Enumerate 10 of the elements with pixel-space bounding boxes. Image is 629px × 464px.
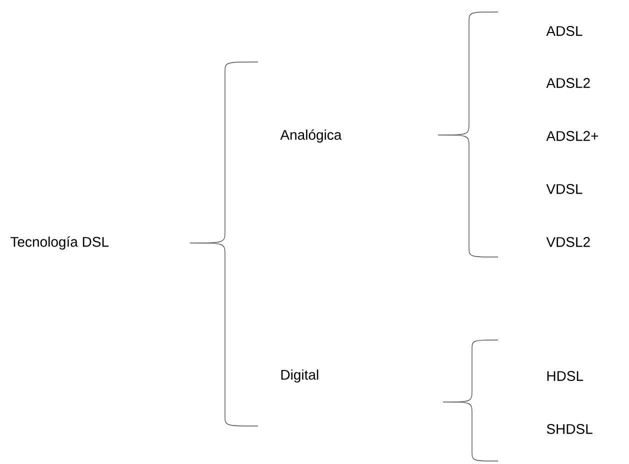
- term-text: VDSL: [546, 184, 582, 194]
- term-text: ADSL2: [546, 78, 590, 88]
- term-text: Digital: [281, 369, 318, 383]
- term-text: ADSL2+: [546, 131, 598, 141]
- term-text: VDSL2: [546, 237, 590, 247]
- term-text: SHDSL: [546, 424, 592, 434]
- term-text: ADSL: [546, 26, 582, 36]
- term-text: HDSL: [547, 371, 584, 381]
- term-text: Analógica: [280, 129, 342, 143]
- term-text: Tecnología DSL: [10, 236, 109, 250]
